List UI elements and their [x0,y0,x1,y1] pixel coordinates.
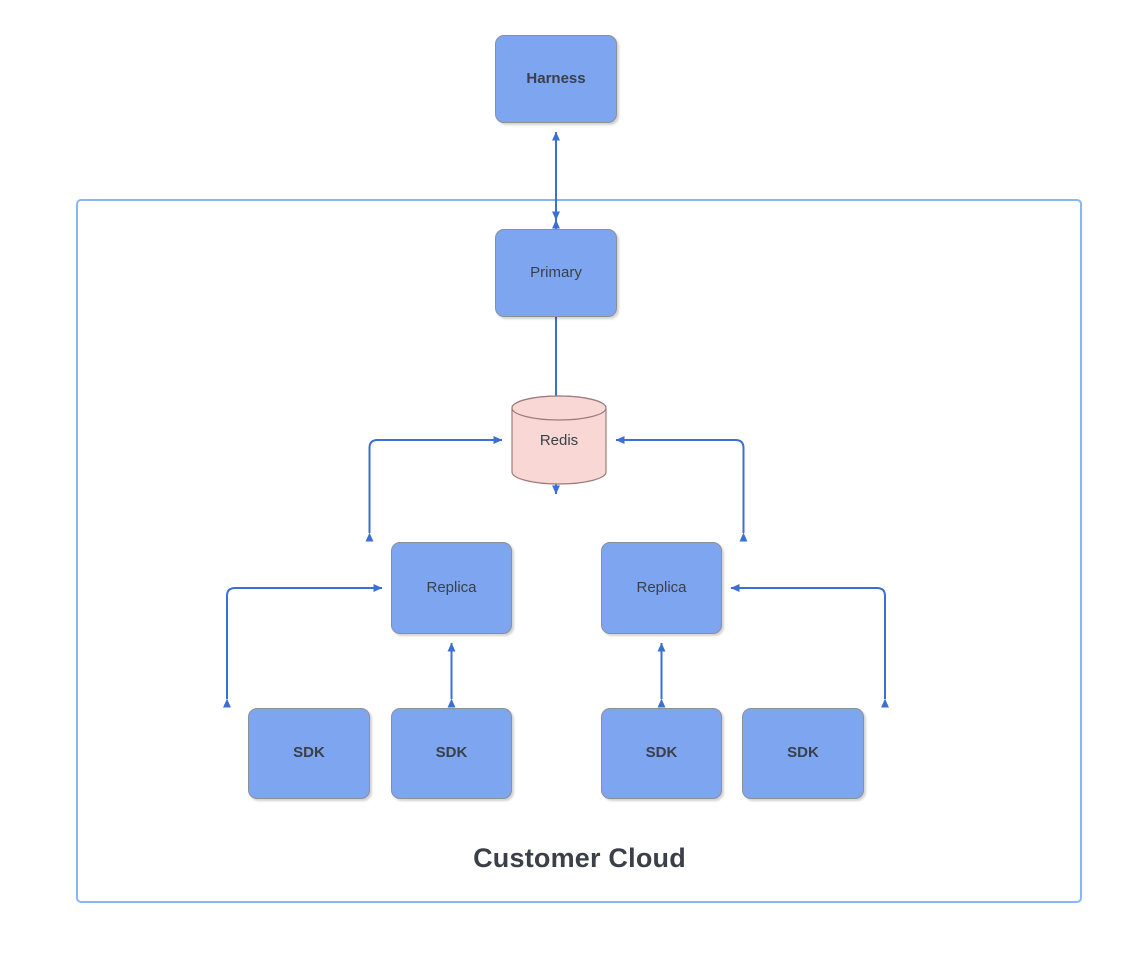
node-primary: Primary [495,229,617,317]
node-label-replica-right: Replica [636,578,687,596]
node-replica-left: Replica [391,542,512,634]
node-label-harness: Harness [526,69,586,87]
node-sdk-4: SDK [742,708,864,799]
node-label-redis: Redis [539,431,579,449]
node-label-sdk-4: SDK [787,744,819,762]
node-label-replica-left: Replica [426,578,477,596]
node-label-primary: Primary [530,263,582,281]
customer-cloud-boundary [76,199,1082,903]
node-redis: Redis [511,395,607,485]
node-harness: Harness [495,35,617,123]
customer-cloud-label: Customer Cloud [473,843,686,873]
node-sdk-1: SDK [248,708,370,799]
node-sdk-2: SDK [391,708,512,799]
node-sdk-3: SDK [601,708,722,799]
node-label-sdk-3: SDK [645,744,678,762]
node-label-sdk-1: SDK [293,744,325,762]
node-replica-right: Replica [601,542,722,634]
node-label-sdk-2: SDK [435,744,468,762]
cylinder-shape [511,395,607,485]
